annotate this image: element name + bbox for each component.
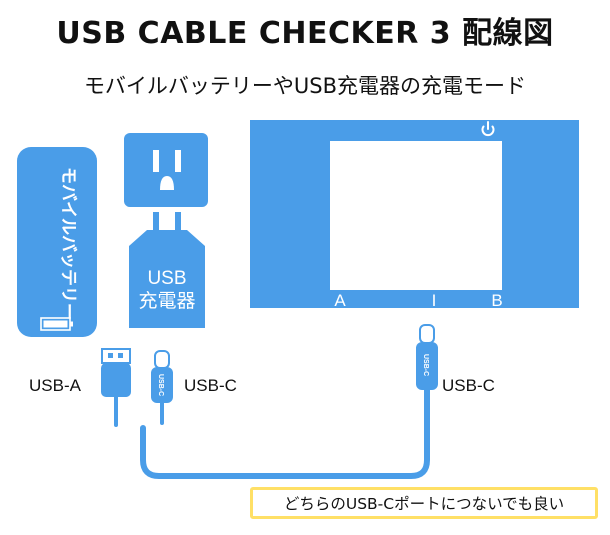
charger-label-line1: USB [147, 268, 186, 289]
port-a-label: A [334, 291, 346, 310]
page-title: USB CABLE CHECKER 3 配線図 [56, 16, 554, 51]
connection-note: どちらのUSB-Cポートにつないでも良い [250, 487, 598, 519]
usb-c-plug-left: USB-C [151, 350, 173, 403]
usb-c-stamp-left: USB-C [157, 374, 164, 396]
port-mid-label: I [432, 291, 437, 310]
battery-level-icon [40, 317, 73, 331]
usb-charger: USB 充電器 [129, 212, 205, 328]
battery-label: モバイルバッテリー [59, 167, 78, 320]
connection-note-text: どちらのUSB-Cポートにつないでも良い [283, 495, 565, 513]
usb-c-right-label: USB-C [442, 376, 495, 395]
checker-screen [330, 141, 502, 290]
usb-c-plug-right: USB-C [416, 324, 438, 390]
mobile-battery: モバイルバッテリー [17, 147, 97, 337]
usb-c-to-usb-c-cable [140, 383, 430, 479]
wall-outlet [124, 133, 208, 207]
usb-a-label: USB-A [29, 376, 81, 395]
usb-c-stamp-right: USB-C [422, 354, 429, 376]
usb-a-plug [101, 348, 131, 397]
charger-label-line2: 充電器 [138, 290, 195, 312]
port-b-label: B [491, 291, 502, 310]
usb-c-left-label: USB-C [184, 376, 237, 395]
power-icon[interactable] [481, 121, 495, 137]
cables [114, 383, 430, 479]
cable-checker-device: A I B [250, 120, 579, 310]
page-subtitle: モバイルバッテリーやUSB充電器の充電モード [83, 74, 527, 98]
